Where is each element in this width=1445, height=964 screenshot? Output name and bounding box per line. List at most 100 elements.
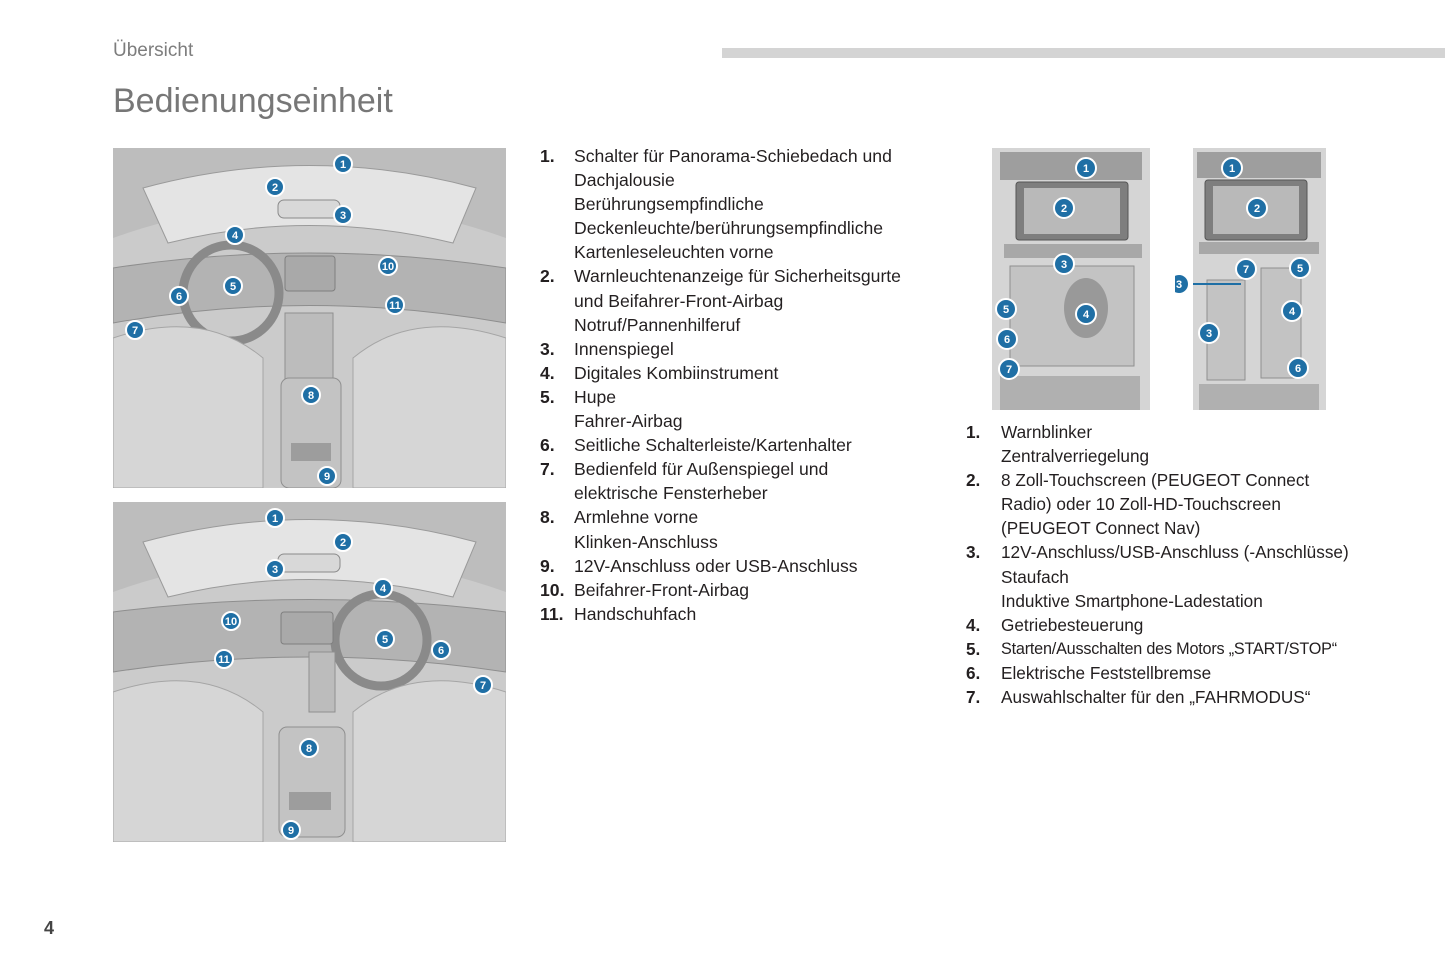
item-text: Digitales Kombiinstrument — [574, 361, 778, 385]
item-number: 4. — [966, 613, 1001, 637]
item-text: Hupe — [574, 385, 683, 409]
callout-marker: 6 — [438, 645, 444, 657]
item-text: Notruf/Pannenhilferuf — [574, 313, 901, 337]
callout-marker: 3 — [340, 210, 346, 222]
center-console-illustration-right: 1 2 3 3 4 5 6 7 — [1175, 148, 1328, 410]
header-bar — [722, 48, 1445, 58]
item-number: 2. — [540, 264, 574, 336]
callout-marker: 3 — [1176, 279, 1182, 291]
item-text: Radio) oder 10 Zoll-HD-Touchscreen — [1001, 492, 1309, 516]
callout-marker: 7 — [132, 325, 138, 337]
callout-marker: 3 — [1206, 328, 1212, 340]
item-number: 7. — [540, 457, 574, 505]
page-number: 4 — [44, 918, 54, 939]
list-item: 7.Auswahlschalter für den „FAHRMODUS“ — [966, 685, 1386, 709]
item-text: Schalter für Panorama-Schiebedach und — [574, 144, 892, 168]
callout-marker: 8 — [306, 743, 312, 755]
callout-marker: 7 — [1243, 264, 1249, 276]
item-text: Getriebesteuerung — [1001, 613, 1143, 637]
callout-marker: 3 — [272, 564, 278, 576]
item-text: Warnblinker — [1001, 420, 1149, 444]
item-number: 5. — [966, 637, 1001, 661]
item-text: 12V-Anschluss/USB-Anschluss (-Anschlüsse… — [1001, 540, 1349, 564]
callout-marker: 11 — [218, 654, 230, 666]
item-number: 1. — [966, 420, 1001, 468]
callout-marker: 6 — [176, 291, 182, 303]
callout-marker: 2 — [1061, 203, 1067, 215]
item-number: 11. — [540, 602, 574, 626]
item-text: Staufach — [1001, 565, 1349, 589]
item-text: Armlehne vorne — [574, 505, 718, 529]
callout-marker: 6 — [1295, 363, 1301, 375]
item-number: 3. — [966, 540, 1001, 612]
list-item: 4.Getriebesteuerung — [966, 613, 1386, 637]
callout-marker: 2 — [340, 537, 346, 549]
item-text: 8 Zoll-Touchscreen (PEUGEOT Connect — [1001, 468, 1309, 492]
list-item: 4.Digitales Kombiinstrument — [540, 361, 940, 385]
item-number: 10. — [540, 578, 574, 602]
item-number: 6. — [966, 661, 1001, 685]
item-text: Kartenleseleuchten vorne — [574, 240, 892, 264]
center-console-illustration-left: 1 2 3 4 5 6 7 — [990, 148, 1153, 410]
callout-marker: 6 — [1004, 334, 1010, 346]
page-title: Bedienungseinheit — [113, 82, 393, 121]
list-item: 10.Beifahrer-Front-Airbag — [540, 578, 940, 602]
cockpit-illustration-rhd: 1 2 3 4 5 6 7 8 9 10 11 — [113, 502, 506, 842]
item-text: Innenspiegel — [574, 337, 674, 361]
item-text: elektrische Fensterheber — [574, 481, 828, 505]
item-text: Zentralverriegelung — [1001, 444, 1149, 468]
item-text: Seitliche Schalterleiste/Kartenhalter — [574, 433, 852, 457]
item-text: Dachjalousie — [574, 168, 892, 192]
list-item: 3.Innenspiegel — [540, 337, 940, 361]
item-text: Warnleuchtenanzeige für Sicherheitsgurte — [574, 264, 901, 288]
callout-marker: 4 — [1083, 309, 1090, 321]
list-item: 11.Handschuhfach — [540, 602, 940, 626]
item-text: (PEUGEOT Connect Nav) — [1001, 516, 1309, 540]
callout-marker: 7 — [480, 680, 486, 692]
item-number: 9. — [540, 554, 574, 578]
item-number: 4. — [540, 361, 574, 385]
callout-marker: 9 — [288, 825, 294, 837]
item-number: 1. — [540, 144, 574, 264]
list-item: 3.12V-Anschluss/USB-Anschluss (-Anschlüs… — [966, 540, 1386, 612]
callout-marker: 1 — [272, 513, 278, 525]
item-text: Beifahrer-Front-Airbag — [574, 578, 749, 602]
item-text: Handschuhfach — [574, 602, 696, 626]
item-number: 3. — [540, 337, 574, 361]
item-number: 8. — [540, 505, 574, 553]
callout-marker: 2 — [1254, 203, 1260, 215]
item-text: Deckenleuchte/berührungsempfindliche — [574, 216, 892, 240]
callout-marker: 1 — [1229, 163, 1235, 175]
item-text: Elektrische Feststellbremse — [1001, 661, 1211, 685]
callout-marker: 7 — [1006, 364, 1012, 376]
callout-marker: 5 — [1003, 304, 1009, 316]
callout-marker: 5 — [230, 281, 236, 293]
item-text: Klinken-Anschluss — [574, 530, 718, 554]
callout-marker: 4 — [232, 230, 239, 242]
callout-marker: 5 — [382, 634, 388, 646]
callout-marker: 3 — [1061, 259, 1067, 271]
callout-marker: 1 — [1083, 163, 1089, 175]
list-item: 5.Starten/Ausschalten des Motors „START/… — [966, 637, 1386, 661]
list-item: 2.Warnleuchtenanzeige für Sicherheitsgur… — [540, 264, 940, 336]
item-text: und Beifahrer-Front-Airbag — [574, 289, 901, 313]
item-number: 5. — [540, 385, 574, 433]
callout-marker: 10 — [225, 616, 237, 628]
item-text: Bedienfeld für Außenspiegel und — [574, 457, 828, 481]
callout-marker: 4 — [380, 583, 387, 595]
item-text: Fahrer-Airbag — [574, 409, 683, 433]
callout-marker: 4 — [1289, 306, 1296, 318]
callout-marker: 2 — [272, 182, 278, 194]
item-number: 2. — [966, 468, 1001, 540]
callout-marker: 9 — [324, 471, 330, 483]
item-text: Starten/Ausschalten des Motors „START/ST… — [1001, 637, 1337, 661]
item-number: 6. — [540, 433, 574, 457]
list-item: 6.Elektrische Feststellbremse — [966, 661, 1386, 685]
item-text: Berührungsempfindliche — [574, 192, 892, 216]
